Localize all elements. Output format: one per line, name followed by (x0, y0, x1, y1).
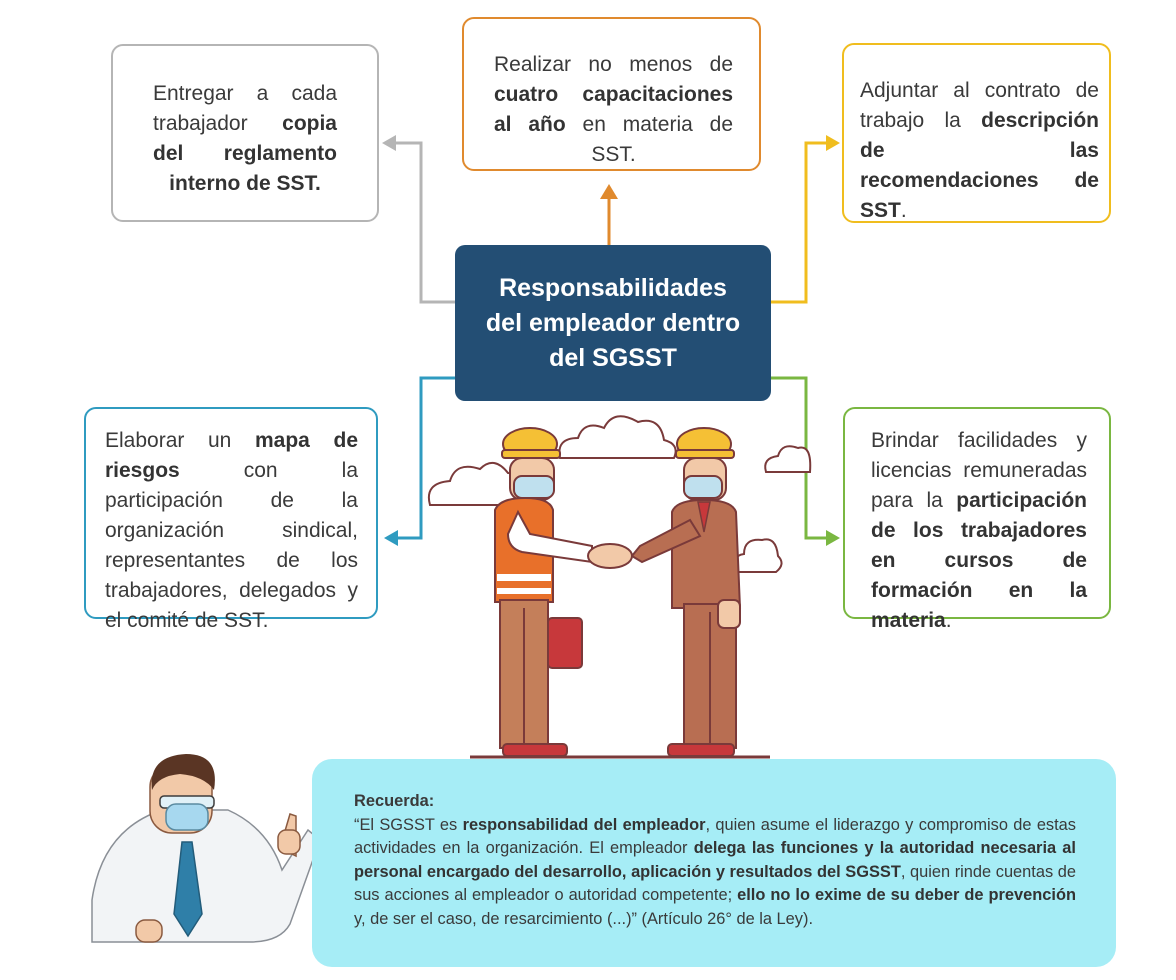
bold-text: descripción de las recomendaciones de SS… (860, 109, 1099, 222)
handshake-icon (587, 543, 633, 569)
remember-title: Recuerda: (354, 792, 435, 810)
bold-text: cuatro capacitaciones al año (494, 83, 733, 136)
worker-right-icon (630, 427, 742, 757)
cloud-icon (558, 415, 677, 459)
box-reglamento-interno: Entregar a cada trabajador copia del reg… (111, 44, 379, 222)
worker-left-icon (494, 427, 593, 757)
bold-text: participación de los trabajadores en cur… (871, 489, 1087, 632)
remember-text: “El SGSST es responsabilidad del emplead… (354, 815, 1076, 928)
bold-text: mapa de riesgos (105, 429, 358, 482)
box-contrato-trabajo: Adjuntar al contrato de trabajo la descr… (842, 43, 1111, 223)
bold-text: copia del reglamento interno de SST. (153, 112, 337, 195)
remember-note: Recuerda: “El SGSST es responsabilidad d… (312, 759, 1116, 967)
box-mapa-riesgos: Elaborar un mapa de riesgos con la parti… (84, 407, 378, 632)
masked-man-pointing-illustration (91, 754, 321, 943)
cloud-icon (764, 445, 812, 473)
cloud-icon (733, 538, 783, 573)
box-capacitaciones: Realizar no menos de cuatro capacitacion… (462, 17, 761, 171)
center-title: Responsabilidades del empleador dentro d… (485, 273, 741, 372)
center-node: Responsabilidades del empleador dentro d… (455, 245, 771, 401)
box-facilidades-licencias: Brindar facilidades y licencias remunera… (843, 407, 1111, 632)
